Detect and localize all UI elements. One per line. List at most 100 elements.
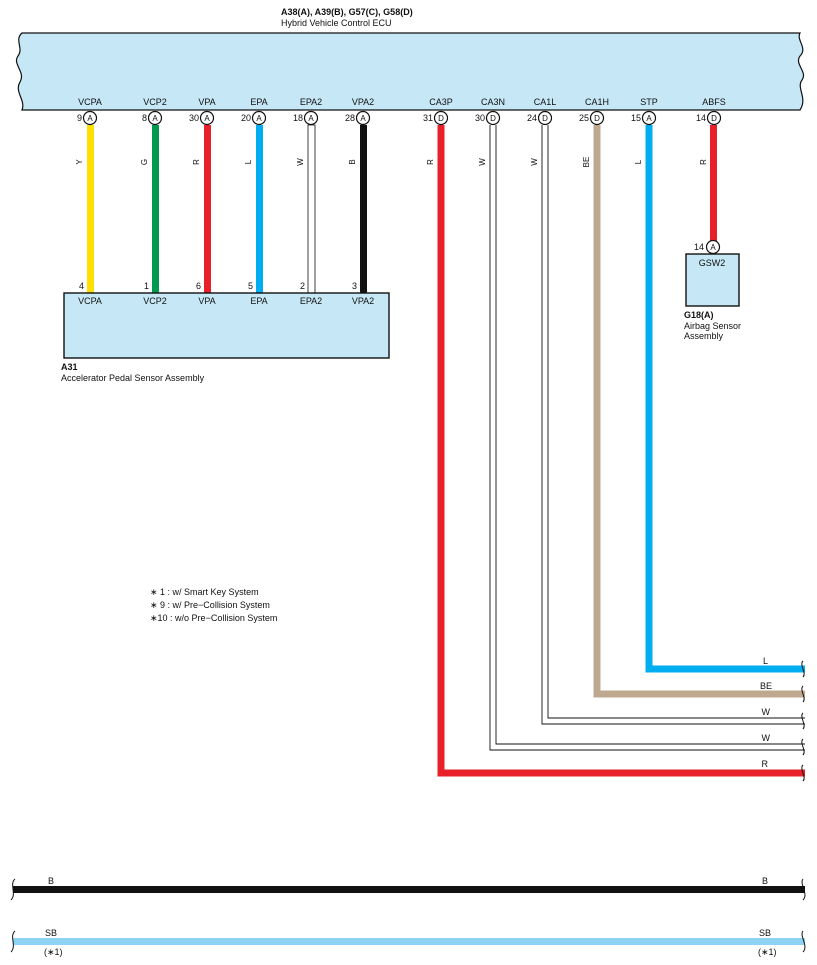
ecu-signal-vpa2: VPA2	[352, 97, 374, 107]
wire-color-code: W	[530, 158, 539, 166]
ecu-pin-number: 15	[631, 113, 641, 123]
sensor-pin-numbers: 4 1 6 5 2 3	[79, 281, 357, 291]
ecu-signal-ca1h: CA1H	[585, 97, 609, 107]
connector-letter: A	[204, 114, 210, 123]
bus-b-wire	[13, 886, 805, 893]
airbag-name-line2: Assembly	[684, 331, 724, 341]
wire-ca3n-inner	[495, 125, 805, 745]
break-mark	[801, 764, 805, 782]
wire-color-code: W	[296, 158, 305, 166]
sensor-name: Accelerator Pedal Sensor Assembly	[61, 373, 205, 383]
break-mark	[801, 712, 805, 730]
ecu-pin-number: 20	[241, 113, 251, 123]
connector-letter: A	[646, 114, 652, 123]
wire-ca3n-outer	[489, 125, 805, 751]
sensor-id: A31	[61, 362, 78, 372]
connector-circle: D	[485, 110, 501, 126]
connector-letter: D	[490, 114, 496, 123]
break-mark	[801, 738, 805, 756]
wire-color-code: L	[634, 159, 643, 164]
bus-sb-wire	[13, 938, 805, 945]
wire-vpa	[204, 125, 211, 293]
connector-circle: D	[589, 110, 605, 126]
ecu-name-label: Hybrid Vehicle Control ECU	[281, 18, 392, 28]
connector-letter: D	[594, 114, 600, 123]
airbag-pin-number: 14	[694, 242, 704, 252]
wire-color-code: W	[478, 158, 487, 166]
wire-ca1h	[593, 125, 805, 698]
footnote: ∗ 9 : w/ Pre−Collision System	[150, 600, 270, 610]
sensor-signal: EPA2	[300, 296, 322, 306]
wire-color-code: R	[192, 159, 201, 165]
wire-vpa2	[360, 125, 367, 293]
ecu-signal-ca3p: CA3P	[429, 97, 453, 107]
connector-circle: A	[82, 110, 98, 126]
ecu-pin-number: 31	[423, 113, 433, 123]
wire-color-code: R	[699, 159, 708, 165]
break-mark	[801, 878, 806, 901]
wire-color-code: B	[348, 159, 357, 164]
connector-circle: D	[706, 110, 722, 126]
connector-circle: A	[147, 110, 163, 126]
bus-sb: SB SB (∗1) (∗1)	[10, 928, 806, 957]
ecu-pin-number: 9	[77, 113, 82, 123]
connector-circle: A	[199, 110, 215, 126]
break-mark	[801, 660, 805, 678]
connector-circle: D	[433, 110, 449, 126]
wire-ca1l-outer	[541, 125, 805, 725]
connector-letter: D	[711, 114, 717, 123]
bus-b-right-label: B	[762, 876, 768, 886]
bus-sb-left-note: (∗1)	[44, 947, 63, 957]
break-mark	[10, 878, 16, 901]
ecu-connectors-label: A38(A), A39(B), G57(C), G58(D)	[281, 7, 413, 17]
sensor-signal: EPA	[250, 296, 267, 306]
ecu-pin-number: 8	[142, 113, 147, 123]
connector-circle: A	[303, 110, 319, 126]
wire-color-codes: Y G R L W B R W W BE L R	[75, 157, 708, 168]
ecu-pin-number: 25	[579, 113, 589, 123]
ecu-pin-number: 24	[527, 113, 537, 123]
continuation-label: W	[762, 733, 771, 743]
connector-letter: D	[542, 114, 548, 123]
airbag-connector-circle: A	[705, 239, 721, 255]
connector-circle: A	[641, 110, 657, 126]
footnote: ∗10 : w/o Pre−Collision System	[150, 613, 277, 623]
ecu-pin-numbers: 9 8 30 20 18 28 31 30 24 25 15 14	[77, 113, 706, 123]
wire-epa2	[307, 124, 316, 294]
wire-stp	[645, 125, 805, 673]
footnote: ∗ 1 : w/ Smart Key System	[150, 587, 259, 597]
airbag-name-line1: Airbag Sensor	[684, 321, 741, 331]
bus-sb-right-note: (∗1)	[758, 947, 777, 957]
bus-b-left-label: B	[48, 876, 54, 886]
sensor-signal: VPA	[198, 296, 215, 306]
sensor-pin-number: 5	[248, 281, 253, 291]
ecu-pin-number: 18	[293, 113, 303, 123]
wire-abfs	[710, 125, 717, 243]
connector-letter: A	[710, 243, 716, 252]
connector-letter: A	[360, 114, 366, 123]
ecu-connector-circles: A A A A A A D D D D A D	[82, 110, 722, 126]
footnotes: ∗ 1 : w/ Smart Key System ∗ 9 : w/ Pre−C…	[150, 587, 277, 623]
ecu-signal-ca1l: CA1L	[534, 97, 557, 107]
ecu-box	[16, 32, 804, 111]
wire-color-code: L	[244, 159, 253, 164]
ecu-pin-number: 14	[696, 113, 706, 123]
connector-letter: A	[152, 114, 158, 123]
wire-color-code: BE	[582, 157, 591, 168]
break-mark	[10, 930, 16, 953]
ecu-pin-number: 28	[345, 113, 355, 123]
wire-break-marks	[801, 660, 805, 782]
ecu-signal-stp: STP	[640, 97, 658, 107]
break-mark	[801, 685, 805, 703]
sensor-signal: VCP2	[143, 296, 167, 306]
connector-circle: A	[355, 110, 371, 126]
airbag-box	[685, 253, 740, 307]
connector-circle: D	[537, 110, 553, 126]
sensor-signal-labels: VCPA VCP2 VPA EPA EPA2 VPA2	[78, 296, 374, 306]
sensor-signal: VCPA	[78, 296, 102, 306]
wire-ca1l-inner	[547, 125, 805, 719]
connector-letter: D	[438, 114, 444, 123]
continuation-label: BE	[760, 681, 772, 691]
wire-color-code: Y	[75, 159, 84, 165]
